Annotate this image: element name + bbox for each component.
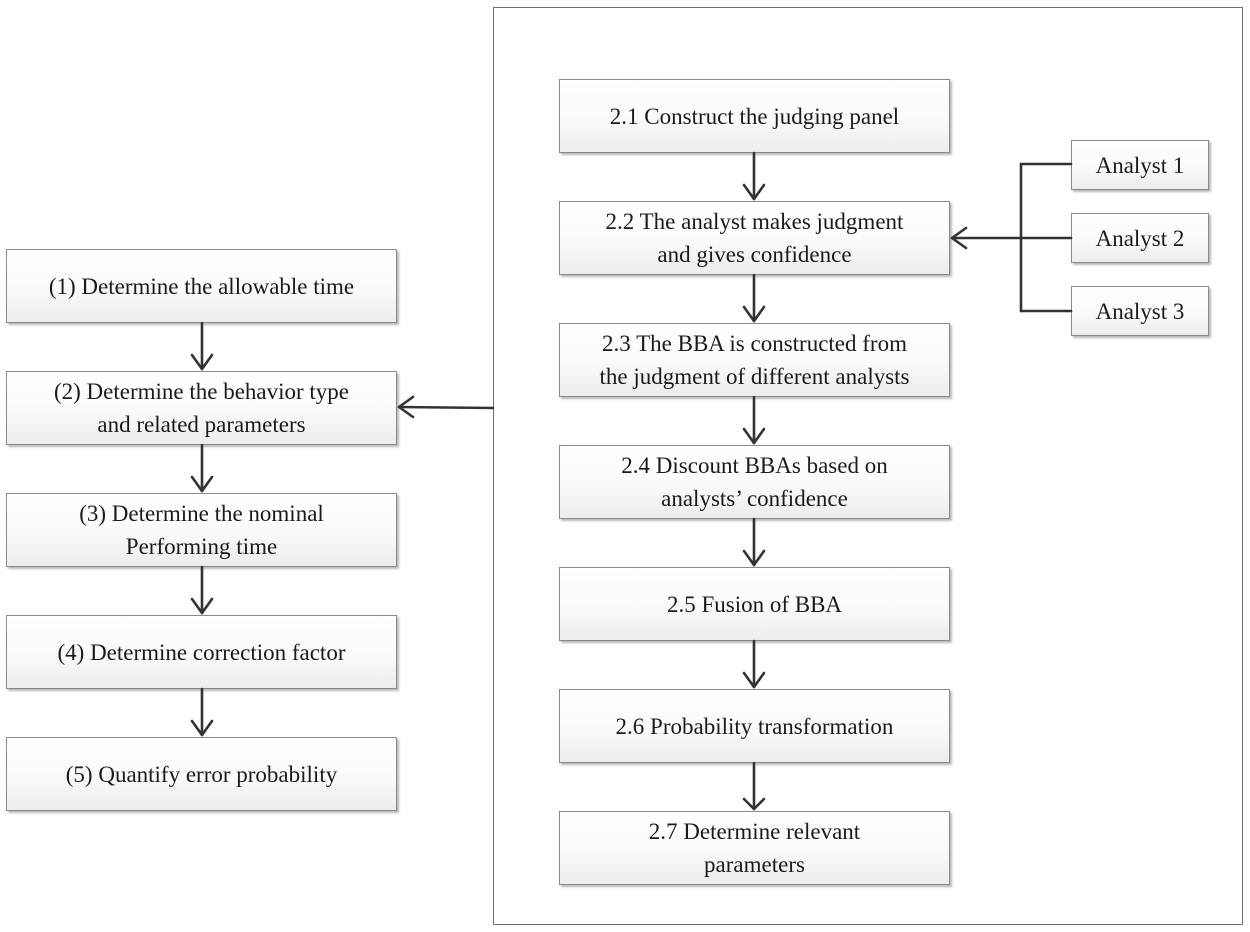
right-step-2-6-label: 2.6 Probability transformation: [615, 713, 894, 739]
right-step-2-1: 2.1 Construct the judging panel: [559, 79, 950, 153]
right-step-2-4-label: 2.4 Discount BBAs based on analysts’ con…: [621, 453, 888, 511]
analyst-2-label: Analyst 2: [1095, 225, 1185, 251]
arrow-left-4-to-5: [190, 687, 214, 737]
right-step-2-3: 2.3 The BBA is constructed from the judg…: [559, 323, 950, 397]
left-step-2-label: (2) Determine the behavior type and rela…: [53, 379, 350, 437]
left-step-1-label: (1) Determine the allowable time: [48, 273, 355, 299]
arrow-left-2-to-3: [190, 443, 214, 493]
right-step-2-5-label: 2.5 Fusion of BBA: [666, 591, 843, 617]
left-step-2: (2) Determine the behavior type and rela…: [6, 371, 397, 445]
left-step-3-label: (3) Determine the nominal Performing tim…: [79, 501, 324, 559]
arrow-left-3-to-4: [190, 565, 214, 615]
left-step-5: (5) Quantify error probability: [6, 737, 397, 811]
right-step-2-7: 2.7 Determine relevant parameters: [559, 811, 950, 885]
right-step-2-7-label: 2.7 Determine relevant parameters: [648, 819, 861, 877]
left-step-1: (1) Determine the allowable time: [6, 249, 397, 323]
detail-frame: [493, 7, 1243, 925]
right-step-2-3-label: 2.3 The BBA is constructed from the judg…: [599, 331, 910, 389]
analyst-box-1: Analyst 1: [1071, 140, 1209, 190]
left-step-4-label: (4) Determine correction factor: [57, 639, 346, 665]
analyst-1-label: Analyst 1: [1095, 152, 1185, 178]
right-step-2-4: 2.4 Discount BBAs based on analysts’ con…: [559, 445, 950, 519]
left-step-3: (3) Determine the nominal Performing tim…: [6, 493, 397, 567]
right-step-2-2-label: 2.2 The analyst makes judgment and gives…: [605, 209, 904, 267]
analyst-box-2: Analyst 2: [1071, 213, 1209, 263]
arrow-left-1-to-2: [190, 321, 214, 371]
right-step-2-6: 2.6 Probability transformation: [559, 689, 950, 763]
analyst-3-label: Analyst 3: [1095, 298, 1185, 324]
left-step-4: (4) Determine correction factor: [6, 615, 397, 689]
analyst-box-3: Analyst 3: [1071, 286, 1209, 336]
right-step-2-1-label: 2.1 Construct the judging panel: [609, 103, 900, 129]
left-step-5-label: (5) Quantify error probability: [65, 761, 338, 787]
right-step-2-2: 2.2 The analyst makes judgment and gives…: [559, 201, 950, 275]
arrow-frame-to-left-2: [397, 395, 495, 419]
right-step-2-5: 2.5 Fusion of BBA: [559, 567, 950, 641]
